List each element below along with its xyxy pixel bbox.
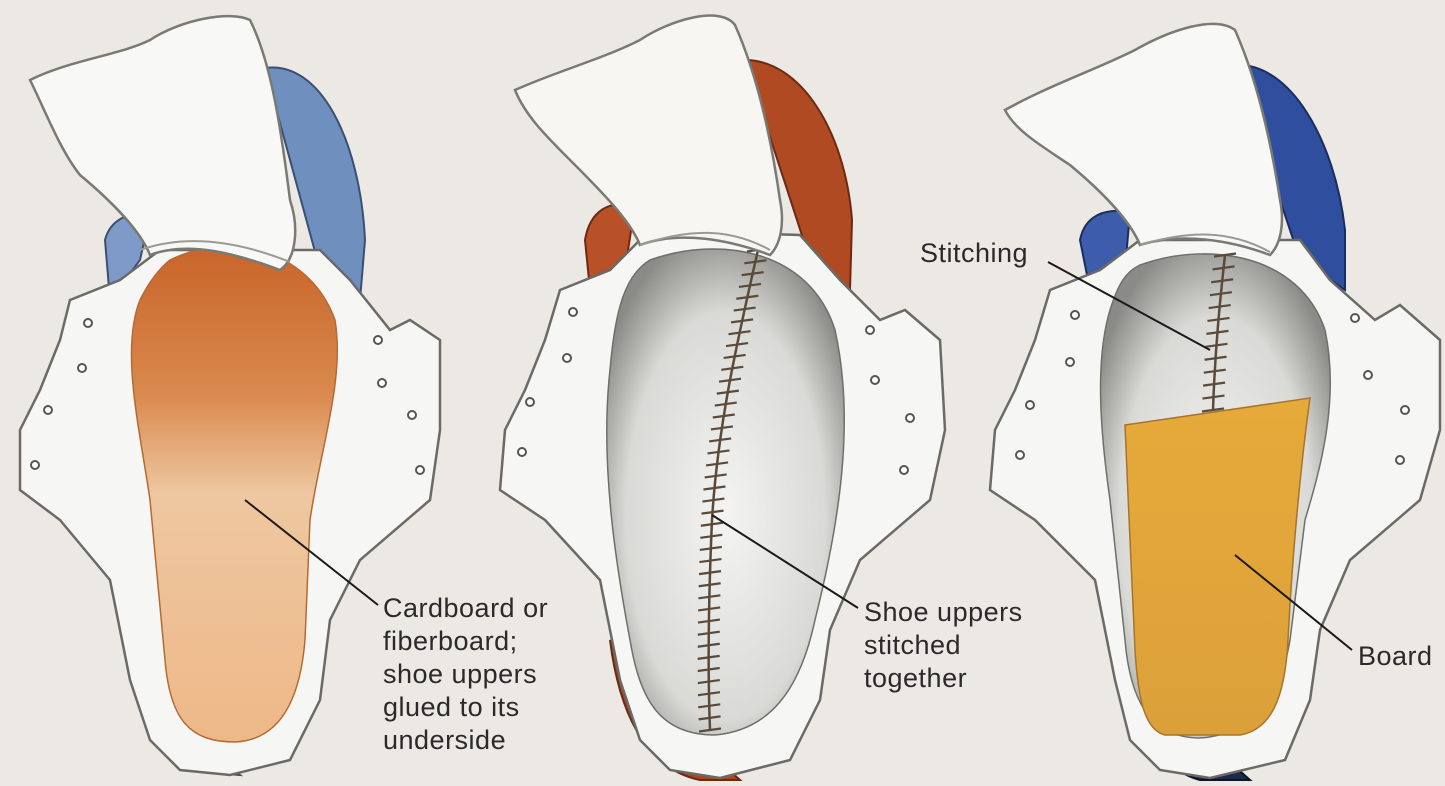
label-cardboard-line-5: underside xyxy=(383,724,548,757)
label-stitched-line-1: Shoe uppers xyxy=(864,596,1023,629)
board-insole xyxy=(1125,398,1310,735)
label-stitched: Shoe uppers stitched together xyxy=(864,596,1023,695)
shoe-2-tongue xyxy=(515,16,782,255)
label-cardboard-line-2: fiberboard; xyxy=(383,625,548,658)
label-cardboard: Cardboard or fiberboard; shoe uppers glu… xyxy=(383,592,548,757)
label-cardboard-line-3: shoe uppers xyxy=(383,658,548,691)
shoe-1 xyxy=(20,16,440,775)
label-board: Board xyxy=(1358,640,1433,673)
shoe-1-tongue xyxy=(30,16,295,270)
label-stitching: Stitching xyxy=(920,237,1028,270)
shoe-3-tongue xyxy=(1005,24,1282,255)
label-cardboard-line-1: Cardboard or xyxy=(383,592,548,625)
label-stitched-line-3: together xyxy=(864,662,1023,695)
label-stitched-line-2: stitched xyxy=(864,629,1023,662)
label-cardboard-line-4: glued to its xyxy=(383,691,548,724)
